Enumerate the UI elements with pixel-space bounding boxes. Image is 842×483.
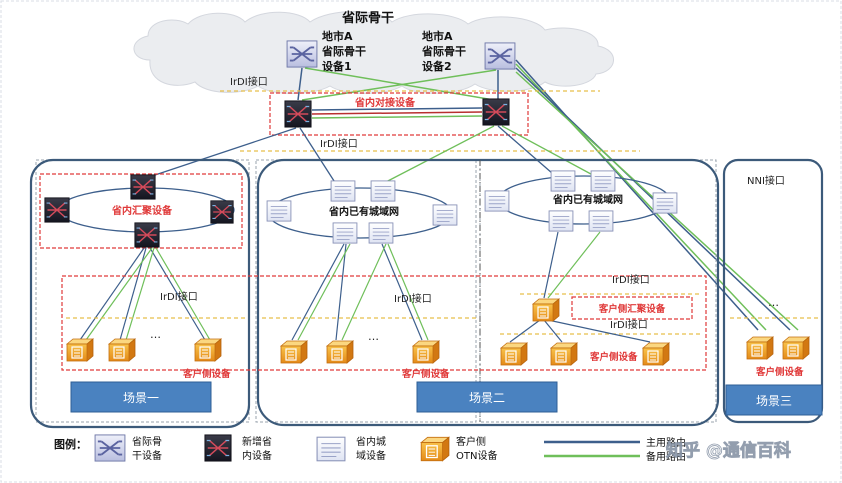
- interconnect-label: 省内对接设备: [354, 96, 416, 109]
- interconnect-to-scenes: [145, 125, 603, 185]
- interconnect-box: [269, 92, 529, 136]
- legend-new-device-icon: [204, 434, 232, 462]
- otn-s2-2: [326, 340, 354, 364]
- irdi-s2a-label: IrDI接口: [394, 292, 432, 305]
- backbone-device-2: [484, 42, 516, 70]
- ellipsis-s1: …: [150, 328, 161, 341]
- cloud-title: 省际骨干: [341, 10, 394, 26]
- aggregation-label: 省内汇聚设备: [111, 204, 173, 217]
- agg-device-left: [44, 197, 70, 223]
- interconnect-device-2: [482, 98, 510, 126]
- backbone-cloud: [133, 11, 614, 94]
- scene-1-frame: [29, 158, 251, 429]
- metro-s3-3: [484, 190, 510, 212]
- client-agg-box: [571, 296, 693, 320]
- interconnect-links: [311, 107, 483, 119]
- nni-label: NNI接口: [747, 174, 785, 187]
- scene-2-client-links: [291, 243, 429, 341]
- scene-1-client-links: [79, 247, 211, 341]
- client-label-3: 客户侧设备: [589, 351, 638, 363]
- otn-s2b-2: [550, 342, 578, 366]
- metro-s2-5: [332, 222, 358, 244]
- ellipsis-s3: …: [768, 296, 779, 309]
- irdi-top-label: IrDI接口: [230, 75, 268, 88]
- device-a1-label: 地市A 省际骨干 设备1: [321, 29, 370, 73]
- client-label-4: 客户侧设备: [755, 366, 804, 378]
- ellipsis-s2: …: [368, 330, 379, 343]
- legend-backup-label: 备用路由: [646, 450, 686, 463]
- otn-s1-2: [108, 338, 136, 362]
- metro-s2-6: [368, 222, 394, 244]
- otn-s3-1: [746, 336, 774, 360]
- legend-otn-label: 客户侧 OTN设备: [456, 435, 497, 462]
- device-a2-label: 地市A 省际骨干 设备2: [421, 29, 470, 73]
- metro-s2-4: [432, 204, 458, 226]
- scene-1-label-box: [70, 381, 212, 413]
- irdi-s1-label: IrDI接口: [160, 290, 198, 303]
- scene-2-label: 场景二: [469, 391, 505, 405]
- otn-s1-1: [66, 338, 94, 362]
- irdi-mid-label: IrDI接口: [320, 137, 358, 150]
- scene-2-frame: [256, 158, 720, 427]
- otn-s1-3: [194, 338, 222, 362]
- client-label-1: 客户侧设备: [182, 368, 231, 380]
- metro-s2-3: [266, 200, 292, 222]
- agg-device-top: [130, 174, 156, 200]
- legend-backbone-label: 省际骨 干设备: [132, 435, 165, 462]
- otn-client-agg: [532, 298, 560, 322]
- scene-3-frame: [722, 158, 824, 424]
- scene-3-label-box: [725, 384, 823, 416]
- otn-s3-2: [782, 336, 810, 360]
- metro-s2-2: [370, 180, 396, 202]
- scene-3-label: 场景三: [756, 394, 792, 408]
- legend-new-device-label: 新增省 内设备: [242, 435, 275, 462]
- metro-s3-5: [548, 210, 574, 232]
- interconnect-device-1: [284, 100, 312, 128]
- metro-s3-2: [590, 170, 616, 192]
- metro-s3-6: [588, 210, 614, 232]
- irdi-s3a-label: IrDI接口: [612, 273, 650, 286]
- legend-metro-icon: [316, 436, 346, 462]
- agg-device-bottom: [134, 222, 160, 248]
- client-label-2: 客户侧设备: [401, 368, 450, 380]
- backbone-device-1: [286, 40, 318, 68]
- otn-s2b-1: [500, 342, 528, 366]
- otn-s2b-3: [642, 342, 670, 366]
- watermark: 知乎 @通信百科: [665, 440, 791, 461]
- metro-s3-4: [652, 192, 678, 214]
- legend: 图例： 省际骨 干设备 新增省 内设备 省内城 域设备 客户侧 OTN设备 主用…: [54, 434, 686, 463]
- metro-net-1-label: 省内已有城域网: [328, 205, 399, 218]
- otn-s2-3: [412, 340, 440, 364]
- legend-backbone-icon: [94, 434, 126, 462]
- metro-s2-1: [330, 180, 356, 202]
- scene-1-label: 场景一: [123, 391, 159, 405]
- metro-net-2-label: 省内已有城域网: [552, 193, 623, 206]
- irdi-s3b-label: IrDI接口: [610, 318, 648, 331]
- metro-s3-1: [550, 170, 576, 192]
- client-agg-label: 客户侧汇聚设备: [598, 303, 666, 315]
- legend-metro-label: 省内城 域设备: [356, 435, 389, 462]
- legend-primary-label: 主用路由: [646, 436, 686, 449]
- client-area-box: [61, 275, 707, 371]
- agg-device-right: [210, 200, 234, 224]
- otn-s2-1: [280, 340, 308, 364]
- scene-2b-links: [509, 231, 651, 343]
- scene-2-label-box: [416, 381, 558, 413]
- legend-otn-icon: [420, 436, 450, 462]
- legend-title: 图例：: [54, 437, 87, 451]
